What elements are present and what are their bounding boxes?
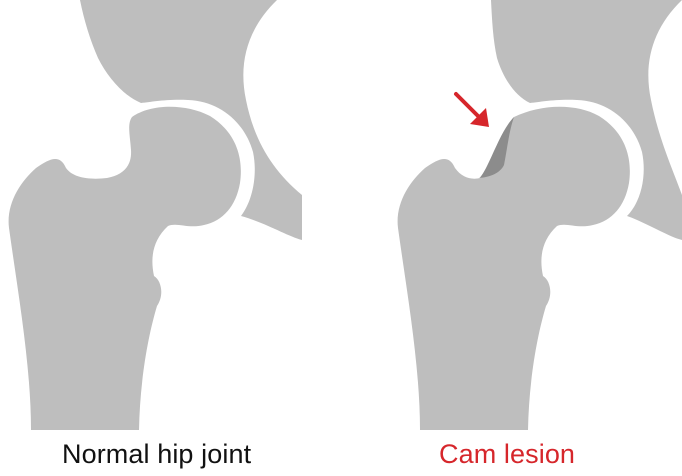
femur-bone <box>398 107 630 430</box>
cam-lesion-caption: Cam lesion <box>439 438 575 470</box>
normal-hip-diagram <box>0 0 341 430</box>
femur-bone <box>9 107 241 430</box>
lesion-arrow-icon <box>456 94 489 127</box>
normal-hip-panel: Normal hip joint <box>0 0 341 476</box>
cam-lesion-diagram <box>391 0 682 430</box>
cam-lesion-panel: Cam lesion <box>391 0 682 476</box>
normal-hip-caption: Normal hip joint <box>62 438 251 470</box>
